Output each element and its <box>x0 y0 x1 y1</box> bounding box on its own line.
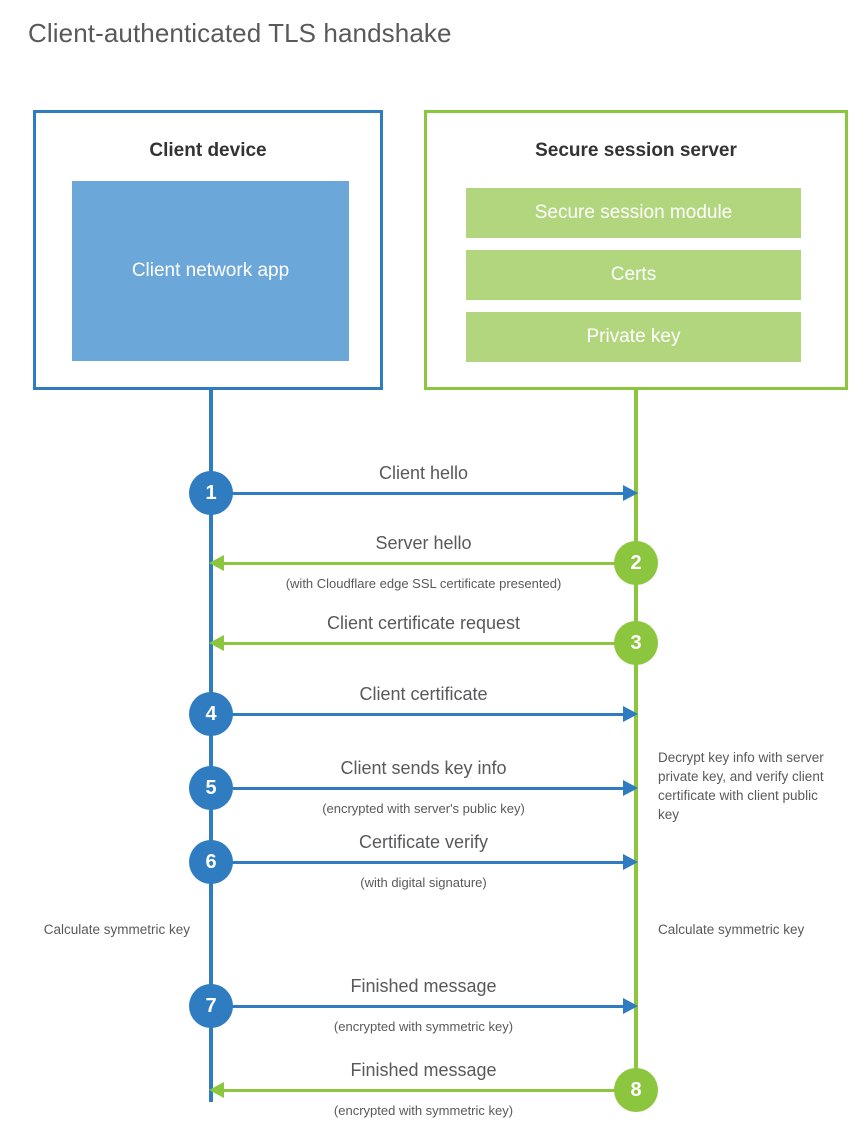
step-circle-6: 6 <box>189 840 233 884</box>
arrow-head-step-7 <box>623 998 638 1014</box>
secure-session-server-title: Secure session server <box>535 140 737 161</box>
arrow-head-step-8 <box>209 1082 224 1098</box>
message-sublabel-step-2: (with Cloudflare edge SSL certificate pr… <box>285 576 562 591</box>
client-lifeline <box>209 390 213 1102</box>
arrow-line-step-2 <box>224 562 636 565</box>
client-device-box: Client device Client network app <box>33 110 383 390</box>
message-label-step-3: Client certificate request <box>326 613 521 633</box>
secure-session-server-box: Secure session server Secure session mod… <box>424 110 848 390</box>
note-calculate-symmetric-key-client: Calculate symmetric key <box>43 922 190 937</box>
arrow-head-step-5 <box>623 780 638 796</box>
message-label-step-4: Client certificate <box>359 684 488 704</box>
arrow-line-step-7 <box>211 1005 623 1008</box>
arrow-line-step-1 <box>211 492 623 495</box>
server-component-private-key: Private key <box>466 312 801 362</box>
step-circle-4: 4 <box>189 692 233 736</box>
note-decrypt-key-info: Decrypt key info with server private key… <box>658 750 824 823</box>
server-component-secure-session-module: Secure session module <box>466 188 801 238</box>
arrow-line-step-3 <box>224 642 636 645</box>
message-label-step-6: Certificate verify <box>358 832 489 852</box>
message-sublabel-step-5: (encrypted with server's public key) <box>322 801 525 816</box>
arrow-head-step-4 <box>623 706 638 722</box>
message-sublabel-step-8: (encrypted with symmetric key) <box>333 1103 514 1118</box>
message-label-step-2: Server hello <box>375 533 472 553</box>
arrow-head-step-1 <box>623 485 638 501</box>
message-label-step-7: Finished message <box>350 976 497 996</box>
message-label-step-1: Client hello <box>378 463 469 483</box>
arrow-line-step-6 <box>211 861 623 864</box>
message-sublabel-step-7: (encrypted with symmetric key) <box>333 1019 514 1034</box>
step-circle-3: 3 <box>614 621 658 665</box>
server-lifeline <box>634 390 638 1092</box>
message-label-step-5: Client sends key info <box>340 758 507 778</box>
client-device-title: Client device <box>149 140 267 161</box>
page-title: Client-authenticated TLS handshake <box>28 18 452 48</box>
step-circle-8: 8 <box>614 1068 658 1112</box>
arrow-line-step-4 <box>211 713 623 716</box>
message-label-step-8: Finished message <box>350 1060 497 1080</box>
client-network-app-block: Client network app <box>72 181 349 361</box>
step-circle-5: 5 <box>189 766 233 810</box>
step-circle-1: 1 <box>189 471 233 515</box>
arrow-head-step-3 <box>209 635 224 651</box>
arrow-head-step-2 <box>209 555 224 571</box>
message-sublabel-step-6: (with digital signature) <box>360 875 487 890</box>
step-circle-7: 7 <box>189 984 233 1028</box>
step-circle-2: 2 <box>614 541 658 585</box>
arrow-line-step-8 <box>224 1089 636 1092</box>
note-calculate-symmetric-key-server: Calculate symmetric key <box>658 922 805 937</box>
server-component-certs: Certs <box>466 250 801 300</box>
arrow-line-step-5 <box>211 787 623 790</box>
arrow-head-step-6 <box>623 854 638 870</box>
